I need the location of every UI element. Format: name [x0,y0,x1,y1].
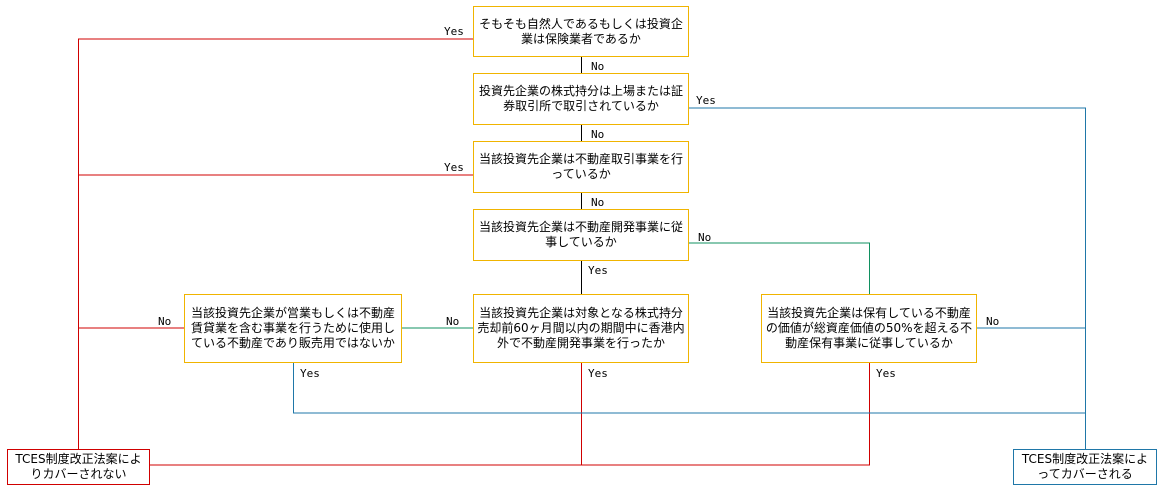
question-natural-person-or-insurer: そもそも自然人であるもしくは投資企業は保険業者であるか [473,6,689,57]
label-q2-yes: Yes [696,94,716,107]
not-covered-connectors [78,38,870,466]
intermediate-connectors [402,242,870,329]
label-q4-no: No [698,231,712,244]
label-q6-no: No [158,315,172,328]
label-q5-yes: Yes [588,367,608,380]
question-listed-shares: 投資先企業の株式持分は上場または証券取引所で取引されているか [473,73,689,125]
connector-q7-yes [581,363,870,466]
label-q1-yes: Yes [444,25,464,38]
connector-q1-yes [78,38,473,449]
label-q7-no: No [986,315,1000,328]
connector-q6-yes [293,363,1086,414]
label-q1-no: No [591,60,605,73]
label-q3-yes: Yes [444,161,464,174]
connector-q4-no [689,242,870,294]
result-not-covered: TCES制度改正法案によりカバーされない [7,449,150,485]
question-development-within-60-months: 当該投資先企業は対象となる株式持分売却前60ヶ月間以内の期間中に香港内外で不動産… [473,294,689,363]
label-q7-yes: Yes [876,367,896,380]
connector-q5-yes [150,363,582,466]
question-property-holding-over-50-percent: 当該投資先企業は保有している不動産の価値が総資産価値の50%を超える不動産保有事… [761,294,977,363]
question-property-trading: 当該投資先企業は不動産取引事業を行っているか [473,141,689,193]
question-property-development: 当該投資先企業は不動産開発事業に従事しているか [473,209,689,261]
connector-q2-yes [689,107,1086,449]
label-q3-no: No [591,196,605,209]
label-q2-no: No [591,128,605,141]
label-q4-yes: Yes [588,264,608,277]
label-q6-yes: Yes [300,367,320,380]
covered-connectors [293,107,1086,449]
label-q5-no: No [446,315,460,328]
question-property-for-own-use: 当該投資先企業が営業もしくは不動産賃貸業を含む事業を行うために使用している不動産… [184,294,402,363]
result-covered: TCES制度改正法案によってカバーされる [1013,449,1157,485]
